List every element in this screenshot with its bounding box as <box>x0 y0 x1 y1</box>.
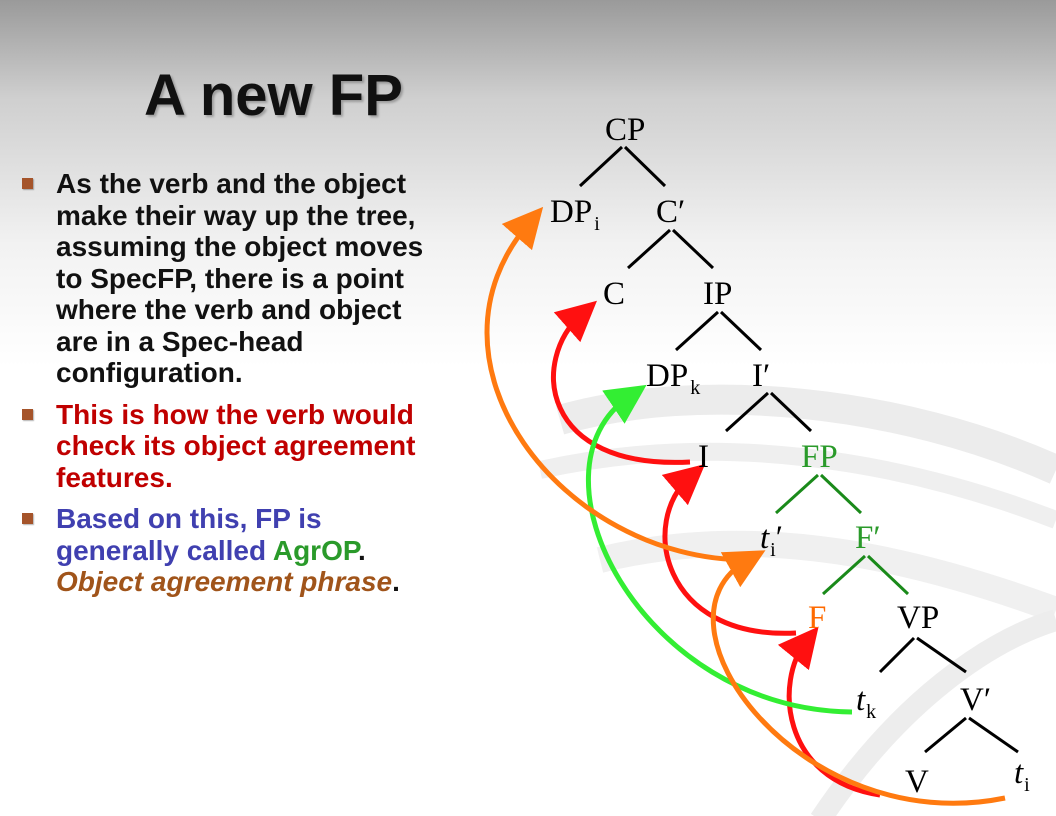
square-bullet-icon <box>22 408 33 420</box>
node-v: V <box>905 764 929 800</box>
arrow-tk-to-dpk <box>586 384 853 715</box>
bullet-item-1: As the verb and the object make their wa… <box>22 168 432 389</box>
bullet-item-2: This is how the verb would check its obj… <box>22 399 432 494</box>
bullet-text-1: As the verb and the object make their wa… <box>56 168 424 388</box>
fp-branches <box>774 473 910 596</box>
arrow-tiprime-to-dpi <box>484 206 749 563</box>
movement-arrows <box>484 206 1006 806</box>
bullet-text-3a: Based on this, FP is generally called <box>56 503 322 566</box>
slide-title: A new FP <box>144 63 403 128</box>
agrop-term: AgrOP <box>272 534 358 566</box>
tree-branches <box>578 145 1019 754</box>
arrow-v-to-f <box>777 626 881 798</box>
square-bullet-icon <box>22 513 33 524</box>
node-vp: VP <box>897 600 939 636</box>
bullet-end-dot: . <box>392 566 400 597</box>
bullet-dot: . <box>357 534 366 566</box>
square-bullet-icon <box>22 178 33 189</box>
node-i: I <box>698 439 709 475</box>
node-c-bar: C′ <box>656 194 685 230</box>
bullet-item-3: Based on this, FP is generally called Ag… <box>22 503 432 598</box>
bullet-text-2: This is how the verb would check its obj… <box>56 398 416 493</box>
arrow-f-to-i <box>661 463 797 636</box>
bullet-list: As the verb and the object make their wa… <box>22 168 432 608</box>
node-cp: CP <box>605 112 645 148</box>
node-v-bar: V′ <box>960 682 991 718</box>
node-t-k: tk <box>856 682 876 723</box>
node-i-bar: I′ <box>752 358 770 394</box>
node-f: F <box>808 600 826 636</box>
node-fp: FP <box>801 439 838 475</box>
arrow-ti-to-tiprime <box>710 550 1006 806</box>
node-f-bar: F′ <box>855 520 881 556</box>
object-agreement-phrase: Object agreement phrase <box>56 566 393 597</box>
arrow-i-to-c <box>551 300 691 465</box>
node-ip: IP <box>703 276 732 312</box>
node-t-i: ti <box>1014 755 1030 796</box>
node-c: C <box>603 276 625 312</box>
node-t-i-prime: ti′ <box>760 520 783 561</box>
